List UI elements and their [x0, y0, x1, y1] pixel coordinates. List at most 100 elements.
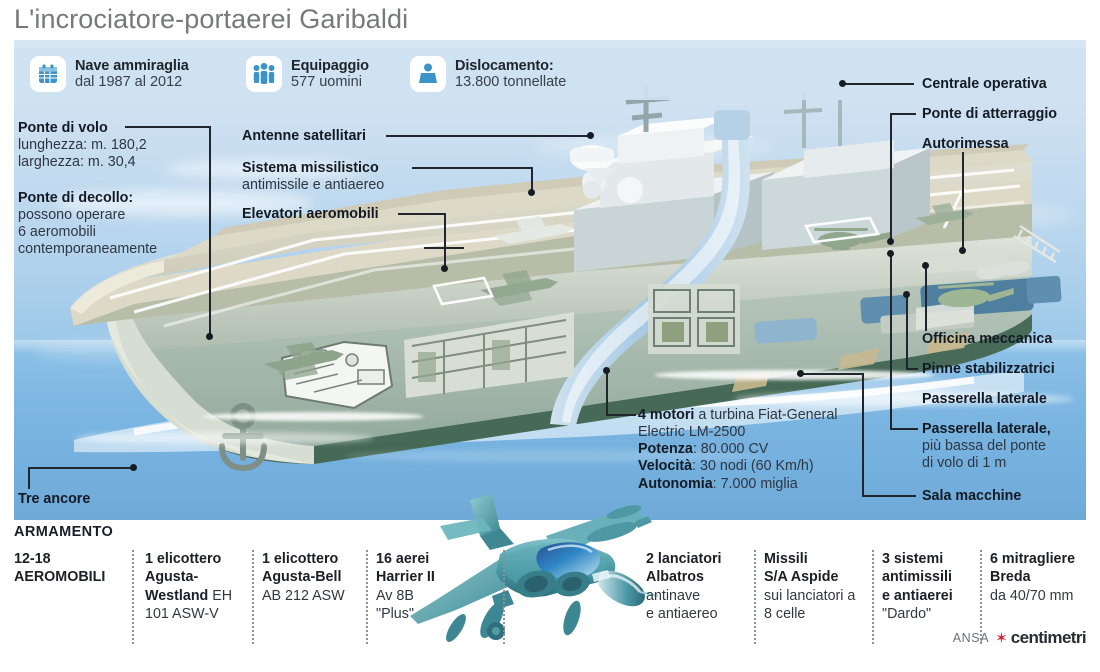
- jet-stores-left: [446, 590, 581, 642]
- leader-line: [800, 373, 863, 375]
- callout-title: Passerella laterale: [922, 391, 1047, 407]
- engines-power-val: : 80.000 CV: [692, 441, 769, 458]
- leader-line: [125, 126, 210, 128]
- callout-title: Ponte di atterraggio: [922, 106, 1058, 122]
- wave: [654, 370, 934, 380]
- callout-sala-macchine: Sala macchine: [922, 488, 1021, 505]
- fact-equipaggio: Equipaggio 577 uomini: [246, 56, 369, 92]
- armament-col-albatros: 2 lanciatori Albatros antinave e antiaer…: [646, 550, 756, 623]
- engines-line1-rest: a turbina Fiat-General: [694, 407, 838, 423]
- armament-line: 16 aerei: [376, 551, 430, 567]
- engines-range-val: : 7.000 miglia: [712, 475, 798, 492]
- deck-aircraft-harrier: [264, 342, 344, 380]
- armament-line: Missili: [764, 551, 808, 567]
- callout-title: Sistema missilistico: [242, 160, 379, 176]
- callout-title: Sala macchine: [922, 488, 1022, 504]
- column-divider: [366, 550, 368, 644]
- armament-line: 3 sistemi: [882, 551, 944, 567]
- armament-col-harrier: 16 aerei Harrier II Av 8B "Plus": [376, 550, 471, 623]
- armament-line: 1 elicottero: [145, 551, 222, 567]
- armament-line: Harrier II: [376, 569, 435, 586]
- deck-aircraft-right: [916, 203, 974, 225]
- leader-dot: [441, 265, 448, 272]
- callout-line: di volo di 1 m: [922, 455, 1007, 472]
- armament-line: sui lanciatori a: [764, 587, 856, 604]
- star-icon: ✶: [995, 630, 1008, 647]
- jet-pitot-probe: [639, 591, 659, 597]
- fact-value: 13.800 tonnellate: [455, 73, 567, 90]
- leader-line: [424, 247, 464, 249]
- armament-line: Breda: [990, 569, 1031, 586]
- armament-line: da 40/70 mm: [990, 587, 1074, 604]
- leader-line: [412, 167, 532, 169]
- callout-title: Antenne satellitari: [242, 128, 366, 144]
- callout-title: Ponte di decollo:: [18, 190, 134, 206]
- armament-line: 2 lanciatori: [646, 551, 722, 567]
- cloud: [54, 190, 314, 216]
- armament-line: S/A Aspide: [764, 569, 839, 586]
- armament-col-agusta-westland: 1 elicottero Agusta- Westland EH 101 ASW…: [145, 550, 250, 623]
- leader-line: [531, 167, 533, 192]
- armament-line: 6 mitragliere: [990, 551, 1076, 567]
- armament-line: e antiaereo: [646, 605, 718, 622]
- column-divider: [754, 550, 756, 644]
- jet-missiles-right: [586, 505, 652, 542]
- callout-centrale-operativa: Centrale operativa: [922, 76, 1047, 93]
- engines-speed-val: : 30 nodi (60 Km/h): [692, 458, 814, 475]
- fact-dislocamento: Dislocamento: 13.800 tonnellate: [410, 56, 566, 92]
- engines-speed-key: Velocità: [638, 458, 693, 475]
- column-divider: [252, 550, 254, 644]
- callout-line: 6 aeromobili: [18, 224, 96, 241]
- engines-range-key: Autonomia: [638, 475, 713, 492]
- leader-line: [398, 213, 446, 215]
- armament-col-agusta-bell: 1 elicottero Agusta-Bell AB 212 ASW: [262, 550, 362, 605]
- island-lower-block: [574, 194, 714, 272]
- centimetri-label: centimetri: [1010, 628, 1087, 647]
- leader-dot: [603, 367, 610, 374]
- leader-dot: [959, 247, 966, 254]
- leader-line: [962, 152, 964, 250]
- leader-line: [890, 253, 892, 429]
- armament-line: 12-18: [14, 551, 51, 567]
- leader-dot: [887, 238, 894, 245]
- leader-line: [906, 368, 918, 370]
- bridge: [618, 128, 704, 164]
- leader-dot: [206, 333, 213, 340]
- callout-title: Tre ancore: [18, 491, 91, 507]
- armament-line: 1 elicottero: [262, 551, 339, 567]
- armament-line: Agusta-Bell: [262, 569, 342, 586]
- leader-line: [606, 414, 636, 416]
- callout-title: Passerella laterale,: [922, 421, 1051, 437]
- column-divider: [132, 550, 134, 644]
- deck-aircraft-harrier-2: [480, 270, 558, 306]
- harrier-jet-illustration: [410, 494, 659, 642]
- leader-line: [386, 135, 591, 137]
- callout-sistema-missilistico: Sistema missilistico antimissile e antia…: [242, 160, 462, 194]
- leader-line: [842, 83, 914, 85]
- leader-line: [444, 213, 446, 268]
- wave: [204, 412, 424, 421]
- callout-autorimessa: Autorimessa: [922, 136, 1009, 153]
- ansa-label: ANSA: [952, 631, 990, 645]
- wave: [734, 392, 1074, 406]
- callout-motori: 4 motori a turbina Fiat-General Electric…: [638, 407, 868, 493]
- leader-line: [606, 370, 608, 415]
- ship-illustration: [70, 86, 1062, 472]
- crew-people-icon: [246, 56, 282, 92]
- leader-line: [925, 265, 927, 331]
- leader-line: [209, 126, 211, 336]
- deck-elevators: [432, 216, 880, 306]
- armament-line: e antiaerei: [882, 587, 953, 604]
- leader-line: [862, 495, 916, 497]
- leader-dot: [528, 189, 535, 196]
- leader-dot: [587, 132, 594, 139]
- engines-power-key: Potenza: [638, 441, 693, 458]
- armament-line: antimissili: [882, 569, 952, 586]
- jet-engine-nozzles: [516, 570, 590, 598]
- callout-ponte-di-decollo: Ponte di decollo: possono operare 6 aero…: [18, 190, 218, 259]
- antenna-mast: [783, 92, 842, 148]
- hangar-cutaway: [404, 312, 574, 398]
- ansa-centimetri-logo: ANSA ✶ centimetri: [952, 628, 1087, 648]
- callout-title: Autorimessa: [922, 136, 1009, 152]
- fact-nave-ammiraglia: Nave ammiraglia dal 1987 al 2012: [30, 56, 189, 92]
